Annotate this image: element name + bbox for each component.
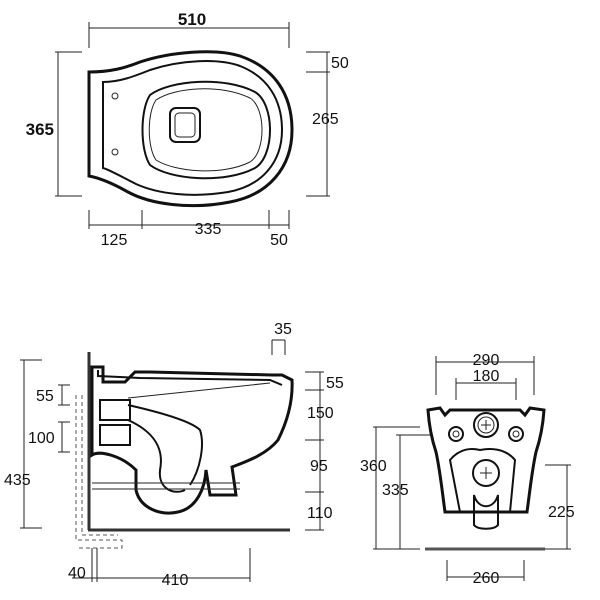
dim-height-inner: 335	[382, 482, 409, 499]
dim-middle-segment: 335	[195, 221, 222, 238]
dim-right-segment: 50	[270, 232, 288, 249]
top-view: 510 365 50 265 125 335 50	[26, 10, 349, 249]
dim-width: 510	[178, 10, 206, 29]
top-view-outlet	[169, 107, 201, 143]
rear-view-outline	[426, 406, 546, 514]
top-view-bowl-opening	[141, 80, 271, 180]
dim-base-height: 110	[307, 505, 333, 522]
side-view-rim	[97, 370, 283, 386]
top-view-inner-rim	[102, 60, 284, 196]
rear-hole-right	[508, 426, 524, 442]
side-view-bowl-curve	[127, 404, 203, 486]
dim-top-offset: 35	[274, 321, 292, 338]
dim-height-outer: 360	[360, 458, 387, 475]
side-view: 35 55 150 95 110 435 55 100 40 410	[4, 321, 344, 589]
dim-front-depth: 265	[312, 111, 339, 128]
top-view-outlet-inner	[174, 112, 196, 138]
side-view-trap	[127, 419, 186, 493]
rear-view: 290 180 360 335 225 260	[360, 352, 575, 587]
rear-inlet-inner	[477, 416, 495, 434]
top-view-bowl-inner	[148, 88, 263, 172]
dim-rear-offset: 50	[331, 55, 349, 72]
side-view-pan-outline	[90, 365, 294, 515]
dim-outer-width: 290	[473, 352, 500, 369]
dim-bowl-height: 150	[307, 405, 334, 422]
top-view-outer-outline	[87, 50, 294, 208]
side-view-bowl-inner	[127, 382, 271, 399]
fixing-hole-lower	[111, 148, 119, 156]
dim-depth: 365	[26, 120, 54, 139]
inlet-pipe	[99, 399, 131, 421]
rear-hole-left	[448, 426, 464, 442]
outlet-pipe	[99, 424, 131, 446]
dim-wall-gap: 40	[68, 565, 86, 582]
rear-outlet-pipe	[473, 494, 499, 530]
rear-view-body	[448, 448, 517, 513]
dim-inlet-size: 100	[28, 430, 55, 447]
support-frame-hidden	[75, 395, 123, 549]
dim-left-segment: 125	[101, 232, 128, 249]
dim-overall-height: 435	[4, 472, 31, 489]
dim-trap-height: 95	[310, 458, 328, 475]
fixing-hole-upper	[111, 92, 119, 100]
rear-hole-right-inner	[512, 430, 520, 438]
dim-base-width: 260	[473, 570, 500, 587]
rear-hole-left-inner	[452, 430, 460, 438]
dim-inner-width: 180	[473, 368, 500, 385]
dim-outlet-height: 225	[548, 504, 575, 521]
rear-outlet	[472, 459, 500, 487]
dim-inlet-offset: 55	[36, 388, 54, 405]
dim-rim-height: 55	[326, 375, 344, 392]
rear-inlet	[473, 412, 499, 438]
dim-projection: 410	[162, 572, 189, 589]
